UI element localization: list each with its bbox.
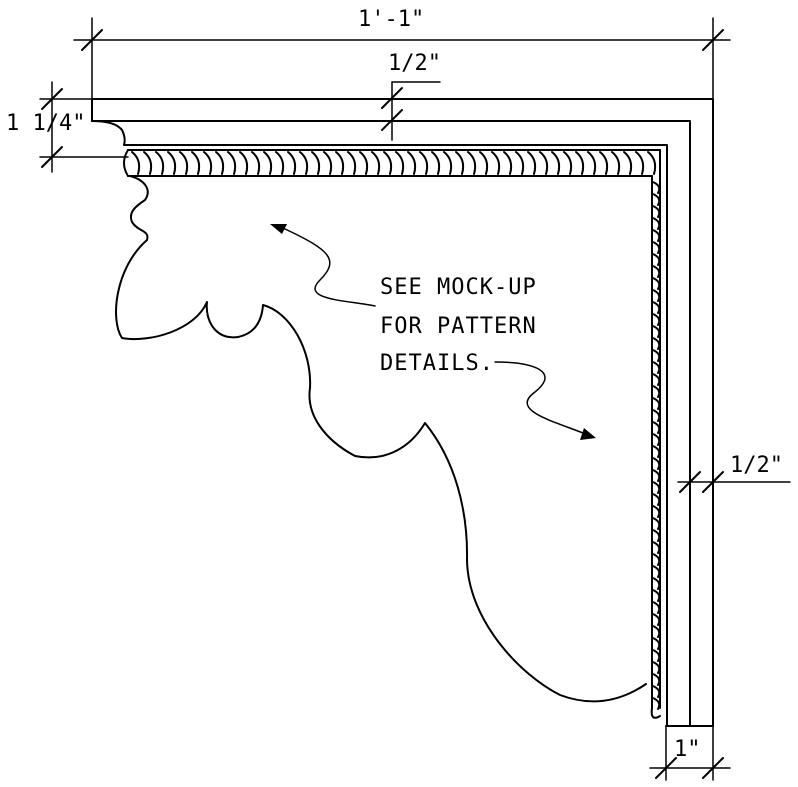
dimension-overall-width: 1'-1" [73,7,731,100]
dimension-top-thickness: 1/2" [381,51,441,141]
bottom-width-label: 1" [674,737,701,762]
pattern-note: SEE MOCK-UP FOR PATTERN DETAILS. [270,224,596,440]
molding-height-label: 1 1/4" [6,111,85,136]
side-thickness-label: 1/2" [730,453,783,478]
dimension-side-thickness: 1/2" [677,453,791,493]
scroll-profile [115,175,647,703]
rope-molding [123,149,661,719]
bracket-frame [91,98,714,727]
note-line-3: DETAILS. [380,351,494,376]
dimension-molding-height: 1 1/4" [6,81,129,173]
dimension-bottom-width: 1" [649,725,731,781]
note-line-2: FOR PATTERN [380,314,537,339]
top-thickness-label: 1/2" [388,51,441,76]
note-line-1: SEE MOCK-UP [380,275,537,300]
overall-width-label: 1'-1" [358,7,424,32]
